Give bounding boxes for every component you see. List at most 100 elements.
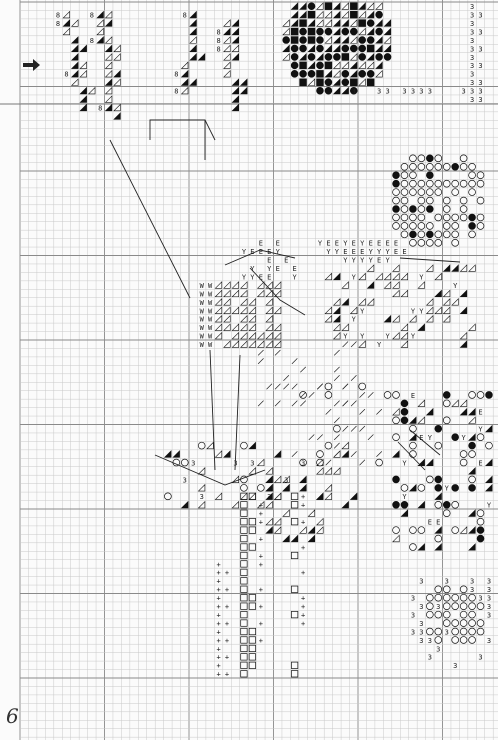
- stitch-triangle: [400, 272, 408, 281]
- stitch-triangle: [425, 306, 434, 314]
- stitch-symbol: 3: [436, 603, 440, 611]
- stitch-triangle: [231, 44, 239, 52]
- stitch-circle: [426, 179, 434, 188]
- stitch-circle: [392, 416, 400, 425]
- stitch-symbol: 3: [445, 628, 449, 636]
- stitch-triangle: [316, 517, 324, 526]
- stitch-triangle: [442, 298, 451, 306]
- stitch-triangle: [366, 27, 375, 36]
- stitch-triangle: [231, 281, 239, 289]
- stitch-triangle: [231, 19, 239, 27]
- stitch-circle: [434, 230, 443, 239]
- stitch-circle: [392, 433, 400, 441]
- stitch-circle: [375, 458, 383, 467]
- stitch-triangle: [79, 86, 87, 95]
- stitch-symbol: E: [259, 248, 263, 256]
- stitch-square: [240, 518, 248, 526]
- stitch-symbol: Y: [487, 502, 492, 510]
- stitch-triangle: [70, 52, 79, 61]
- stitch-symbol: 3: [470, 3, 474, 11]
- stitch-symbol: E: [411, 392, 415, 400]
- stitch-circle: [459, 627, 468, 636]
- stitch-symbol: W: [208, 316, 213, 324]
- stitch-triangle: [425, 298, 434, 306]
- stitch-circle: [324, 78, 333, 87]
- stitch-triangle: [239, 86, 248, 95]
- stitch-symbol: Y: [343, 333, 348, 341]
- stitch-circle: [375, 10, 383, 19]
- stitch-triangle: [332, 323, 341, 331]
- stitch-triangle: [70, 36, 79, 44]
- stitch-triangle: [214, 306, 223, 314]
- stitch-triangle: [214, 492, 223, 500]
- stitch-symbol: +: [216, 569, 220, 577]
- stitch-triangle: [104, 19, 113, 27]
- stitch-triangle: [468, 407, 476, 416]
- stitch-filled: [299, 19, 307, 27]
- stitch-symbol: 8: [90, 12, 94, 20]
- stitch-symbol: 8: [98, 104, 102, 112]
- stitch-triangle: [223, 44, 231, 52]
- stitch-triangle: [256, 458, 265, 467]
- stitch-circle: [366, 19, 375, 27]
- stitch-square: [240, 560, 248, 568]
- stitch-circle: [366, 70, 375, 78]
- stitch-symbol: 8: [56, 20, 60, 28]
- stitch-triangle: [341, 500, 349, 509]
- stitch-circle: [392, 196, 400, 205]
- stitch-symbol: 3: [377, 88, 381, 96]
- stitch-circle: [442, 213, 451, 222]
- stitch-triangle: [256, 331, 265, 340]
- stitch-circle: [409, 450, 417, 458]
- stitch-triangle: [417, 416, 425, 424]
- stitch-circle: [400, 222, 409, 230]
- stitch-triangle: [104, 86, 113, 95]
- stitch-triangle: [392, 272, 400, 281]
- stitch-backslash: [257, 358, 264, 365]
- stitch-triangle: [96, 27, 104, 36]
- stitch-circle: [417, 196, 426, 205]
- stitch-triangle: [316, 2, 324, 10]
- stitch-triangle: [214, 289, 223, 298]
- stitch-circle: [307, 2, 316, 10]
- stitch-triangle: [307, 19, 316, 27]
- stitch-triangle: [383, 36, 392, 44]
- stitch-circle: [417, 484, 426, 492]
- stitch-symbol: 8: [216, 37, 220, 45]
- stitch-triangle: [332, 2, 341, 10]
- stitch-triangle: [223, 323, 231, 331]
- stitch-filled: [307, 10, 316, 19]
- stitch-symbol: 3: [402, 88, 406, 96]
- stitch-backslash: [359, 459, 366, 466]
- stitch-triangle: [408, 416, 417, 424]
- stitch-triangle: [189, 78, 197, 86]
- stitch-backslash: [333, 451, 340, 458]
- stitch-symbol: +: [225, 586, 229, 594]
- stitch-square: [291, 551, 299, 560]
- stitch-filled: [350, 78, 358, 86]
- stitch-circle: [434, 441, 443, 450]
- stitch-circle: [316, 61, 324, 70]
- stitch-triangle: [248, 340, 256, 348]
- stitch-square: [240, 611, 248, 619]
- stitch-square: [240, 670, 248, 678]
- stitch-circle: [290, 61, 299, 70]
- stitch-triangle: [79, 69, 87, 78]
- stitch-symbol: +: [301, 595, 305, 603]
- stitch-triangle: [62, 27, 70, 36]
- stitch-circle: [299, 70, 307, 78]
- stitch-triangle: [400, 289, 408, 298]
- stitch-symbol: E: [377, 257, 381, 265]
- stitch-symbol: +: [259, 510, 263, 518]
- stitch-symbol: 3: [301, 459, 305, 467]
- stitch-circle: [417, 162, 426, 171]
- stitch-triangle: [358, 340, 366, 348]
- backstitch-line: [409, 429, 441, 456]
- stitch-square: [248, 594, 256, 602]
- stitch-circle: [451, 222, 459, 230]
- stitch-triangle: [290, 19, 299, 27]
- stitch-circle: [426, 196, 434, 205]
- stitch-triangle: [332, 19, 341, 27]
- stitch-symbol: 8: [183, 12, 187, 20]
